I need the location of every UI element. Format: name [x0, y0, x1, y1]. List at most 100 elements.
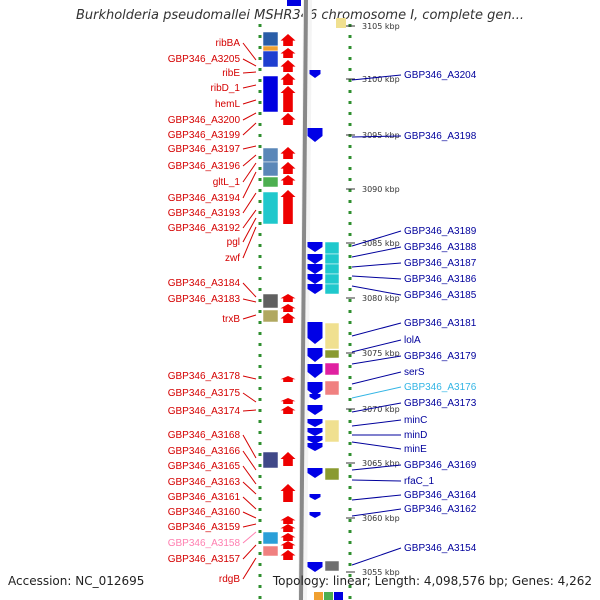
gene-label[interactable]: GBP346_A3166	[168, 446, 241, 457]
gene-arrow-forward[interactable]	[280, 398, 296, 404]
gene-arrow-forward[interactable]	[280, 541, 296, 549]
gene-arrow-reverse[interactable]	[307, 254, 323, 264]
gene-arrow-reverse[interactable]	[309, 494, 321, 500]
gene-arrow-reverse[interactable]	[307, 419, 323, 427]
gene-label[interactable]: GBP346_A3186	[404, 274, 477, 285]
gene-label[interactable]: zwf	[225, 253, 240, 264]
gene-arrow-reverse[interactable]	[309, 512, 321, 518]
gene-label[interactable]: GBP346_A3169	[404, 460, 477, 471]
gene-arrow-forward[interactable]	[280, 294, 296, 302]
gene-label[interactable]: minC	[404, 415, 427, 426]
gene-arrow-reverse[interactable]	[307, 405, 323, 415]
gene-arrow-forward[interactable]	[280, 406, 296, 414]
gene-label[interactable]: GBP346_A3174	[168, 406, 241, 417]
gene-arrow-reverse[interactable]	[307, 264, 323, 274]
gene-label[interactable]: GBP346_A3168	[168, 430, 241, 441]
gene-label[interactable]: GBP346_A3175	[168, 388, 241, 399]
left-gene-labels[interactable]: ribBA GBP346_A3205 ribE ribD_1 hemL GBP346_A3…	[168, 38, 257, 585]
gene-label[interactable]: GBP346_A3204	[404, 70, 477, 81]
gene-arrow-forward[interactable]	[280, 550, 296, 560]
gene-label[interactable]: GBP346_A3198	[404, 131, 477, 142]
gene-arrow-reverse[interactable]	[307, 322, 323, 344]
gene-label[interactable]: trxB	[222, 314, 240, 325]
gene-label[interactable]: GBP346_A3159	[168, 522, 241, 533]
gene-label[interactable]: lolA	[404, 335, 421, 346]
gene-label[interactable]: GBP346_A3188	[404, 242, 477, 253]
gene-arrow-forward[interactable]	[280, 162, 296, 174]
gene-label[interactable]: GBP346_A3183	[168, 294, 241, 305]
gene-label[interactable]: GBP346_A3161	[168, 492, 241, 503]
gene-arrow-reverse[interactable]	[307, 468, 323, 478]
gene-label[interactable]: GBP346_A3179	[404, 351, 477, 362]
gene-label[interactable]: GBP346_A3189	[404, 226, 477, 237]
gene-label[interactable]: GBP346_A3163	[168, 477, 241, 488]
gene-arrow-forward[interactable]	[280, 48, 296, 58]
gene-label[interactable]: GBP346_A3200	[168, 115, 241, 126]
gene-label[interactable]: GBP346_A3157	[168, 554, 241, 565]
gene-arrow-forward[interactable]	[280, 147, 296, 159]
right-gene-labels[interactable]: GBP346_A3204GBP346_A3198GBP346_A3189GBP3…	[351, 70, 477, 566]
gene-label[interactable]: GBP346_A3181	[404, 318, 477, 329]
gene-arrow-forward[interactable]	[280, 313, 296, 323]
gene-label[interactable]: GBP346_A3154	[404, 543, 477, 554]
gene-label[interactable]: GBP346_A3199	[168, 130, 241, 141]
gene-label[interactable]: GBP346_A3192	[168, 223, 241, 234]
gene-label[interactable]: GBP346_A3197	[168, 144, 241, 155]
gene-label[interactable]: GBP346_A3194	[168, 193, 241, 204]
gene-arrow-reverse[interactable]	[307, 348, 323, 362]
gene-label[interactable]: GBP346_A3184	[168, 278, 241, 289]
gene-label[interactable]: GBP346_A3178	[168, 371, 241, 382]
gene-arrow-forward[interactable]	[280, 516, 296, 524]
gene-arrow-reverse[interactable]	[307, 128, 323, 142]
gene-arrow-reverse[interactable]	[307, 274, 323, 284]
gene-arrow-reverse[interactable]	[307, 382, 323, 396]
gene-label[interactable]: GBP346_A3176	[404, 382, 477, 393]
gene-arrow-reverse[interactable]	[309, 394, 321, 400]
gene-arrow-forward[interactable]	[280, 86, 296, 112]
gene-arrow-forward[interactable]	[280, 484, 296, 502]
gene-arrow-reverse[interactable]	[307, 428, 323, 436]
gene-label[interactable]: GBP346_A3173	[404, 398, 477, 409]
gene-arrow-forward[interactable]	[280, 304, 296, 312]
gene-arrow-reverse[interactable]	[307, 364, 323, 378]
gene-label[interactable]: serS	[404, 367, 425, 378]
gene-label[interactable]: ribBA	[216, 38, 241, 49]
gene-label[interactable]: hemL	[215, 99, 240, 110]
gene-label[interactable]: GBP346_A3187	[404, 258, 477, 269]
gene-label[interactable]: GBP346_A3162	[404, 504, 477, 515]
gene-label[interactable]: rfaC_1	[404, 476, 434, 487]
gene-arrow-forward[interactable]	[280, 113, 296, 125]
gene-label[interactable]: GBP346_A3164	[404, 490, 477, 501]
gene-arrow-forward[interactable]	[280, 34, 296, 46]
gene-arrow-forward[interactable]	[280, 452, 296, 466]
gene-arrow-forward[interactable]	[280, 60, 296, 72]
gene-arrow-reverse[interactable]	[307, 284, 323, 294]
gene-label[interactable]: minD	[404, 430, 427, 441]
gene-label[interactable]: minE	[404, 444, 427, 455]
gene-label[interactable]: GBP346_A3193	[168, 208, 241, 219]
gene-connector-line	[242, 226, 257, 259]
gene-arrow-reverse[interactable]	[307, 242, 323, 252]
gene-label[interactable]: pgl	[227, 237, 240, 248]
gene-label[interactable]: GBP346_A3160	[168, 507, 241, 518]
gene-arrow-reverse[interactable]	[307, 436, 323, 444]
gene-arrow-forward[interactable]	[280, 190, 296, 224]
gene-arrow-reverse[interactable]	[309, 70, 321, 78]
gene-arrow-forward[interactable]	[280, 175, 296, 185]
gene-label[interactable]: GBP346_A3165	[168, 461, 241, 472]
gene-arrow-forward[interactable]	[280, 524, 296, 532]
gene-label[interactable]: GBP346_A3158	[168, 538, 241, 549]
gene-arrow-forward[interactable]	[280, 376, 296, 382]
gene-label[interactable]: gltL_1	[213, 177, 241, 188]
gene-arrow-reverse[interactable]	[307, 443, 323, 451]
gene-label[interactable]: ribD_1	[211, 83, 241, 94]
gene-arrow-reverse[interactable]	[307, 562, 323, 572]
gene-label[interactable]: GBP346_A3185	[404, 290, 477, 301]
gene-label[interactable]: ribE	[222, 68, 240, 79]
gene-label[interactable]: GBP346_A3205	[168, 54, 241, 65]
gene-arrow-forward[interactable]	[280, 533, 296, 541]
gene-label[interactable]: rdgB	[219, 574, 240, 585]
gene-arrow-forward[interactable]	[280, 73, 296, 85]
gene-label[interactable]: GBP346_A3196	[168, 161, 241, 172]
